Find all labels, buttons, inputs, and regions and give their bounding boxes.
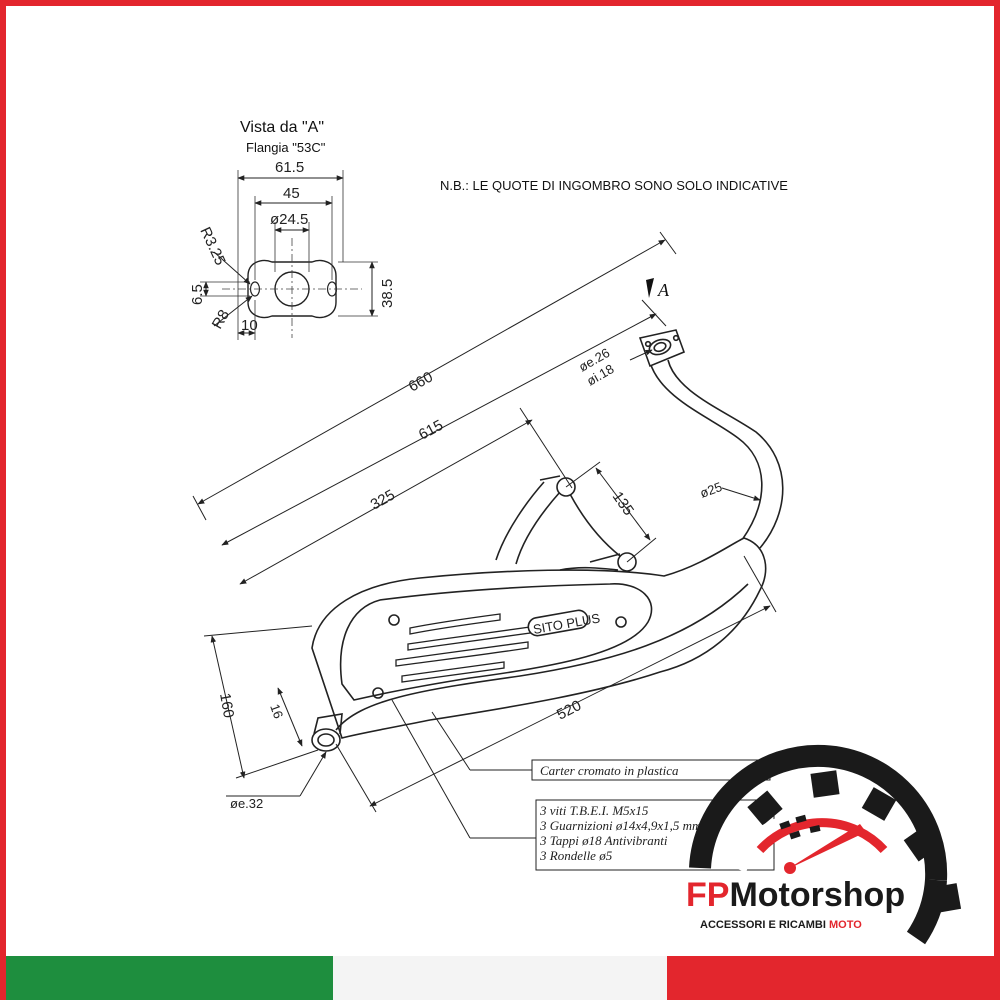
svg-text:FPMotorshop: FPMotorshop xyxy=(686,876,905,914)
dim-radius-small: R3.25 xyxy=(196,225,228,268)
dim-height-160: 160 xyxy=(216,692,237,720)
flag-stripe-red xyxy=(667,956,1000,1000)
flange-view: Vista da "A" Flangia "53C" xyxy=(189,119,396,340)
callout-hardware-3: 3 Tappi ø18 Antivibranti xyxy=(539,833,668,848)
callout-hardware-2: 3 Guarnizioni ø14x4,9x1,5 mm xyxy=(539,818,701,833)
dim-bracket-135: 135 xyxy=(609,489,637,519)
flag-stripe-white xyxy=(333,956,667,1000)
mounting-bracket xyxy=(495,475,637,572)
brand-name-fp: FP xyxy=(686,876,729,914)
view-marker-label: A xyxy=(657,280,670,300)
flange-view-subtitle: Flangia "53C" xyxy=(246,140,326,155)
brand-tagline: ACCESSORI E RICAMBI xyxy=(700,919,829,931)
dim-radius-large: R8 xyxy=(209,307,233,332)
svg-text:ACCESSORI E RICAMBI MOTO: ACCESSORI E RICAMBI MOTO xyxy=(700,919,862,931)
tail-pipe xyxy=(311,713,343,752)
view-marker: A xyxy=(646,278,670,300)
dim-flange-height: 38.5 xyxy=(379,279,396,308)
brand-tagline-accent: MOTO xyxy=(829,919,862,931)
dim-hole-spacing: 45 xyxy=(283,185,300,202)
main-dimensions xyxy=(192,231,777,813)
callout-cover: Carter cromato in plastica xyxy=(540,763,679,778)
dim-bore-diameter: ø24.5 xyxy=(270,211,308,228)
brand-name-rest: Motorshop xyxy=(729,876,905,914)
dim-outlet-outer: øe.32 xyxy=(230,796,263,811)
dim-tail-16: 16 xyxy=(267,702,286,721)
dim-flange-offset: 10 xyxy=(241,317,258,334)
inlet-flange xyxy=(638,329,686,368)
dim-hole-size: 6.5 xyxy=(189,284,206,305)
dim-pipe-diameter: ø25 xyxy=(698,479,724,501)
exhaust-assembly: SITO PLUS xyxy=(311,329,784,752)
callout-hardware-4: 3 Rondelle ø5 xyxy=(539,848,613,863)
flange-view-title: Vista da "A" xyxy=(240,119,324,136)
header-pipe xyxy=(649,361,763,541)
gear-icon xyxy=(689,744,962,945)
brand-logo: FPMotorshop ACCESSORI E RICAMBI MOTO xyxy=(686,744,962,945)
dim-flange-width: 61.5 xyxy=(275,159,304,176)
dimensions-note: N.B.: LE QUOTE DI INGOMBRO SONO SOLO IND… xyxy=(440,178,788,193)
flag-stripe-green xyxy=(0,956,333,1000)
callout-hardware-1: 3 viti T.B.E.I. M5x15 xyxy=(539,803,649,818)
